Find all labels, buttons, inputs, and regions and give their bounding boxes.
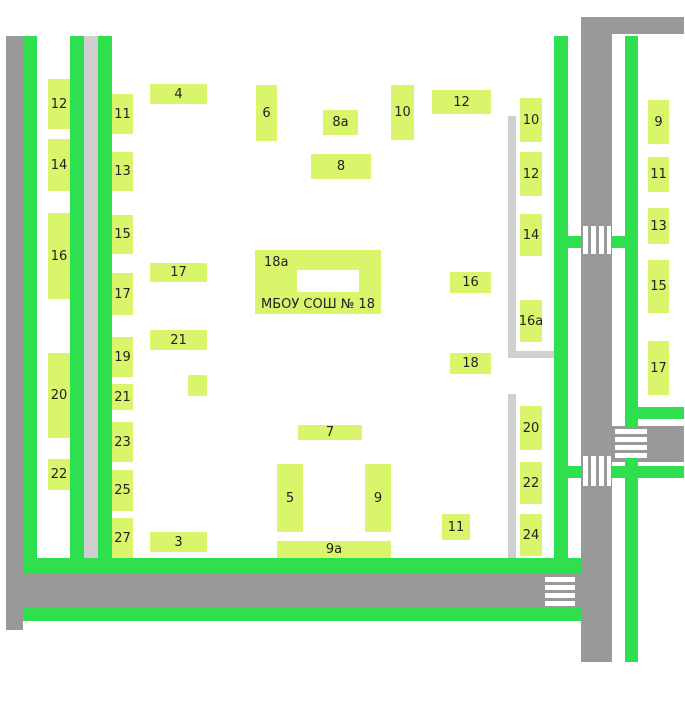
sidewalk-connector-4 (612, 466, 684, 478)
building: 20 (520, 406, 542, 450)
building: 11 (112, 94, 133, 134)
building: 20 (48, 353, 70, 438)
building: 8а (323, 110, 358, 135)
crosswalk-east-north (583, 226, 611, 254)
building: 19 (112, 337, 133, 377)
building: 9а (277, 541, 391, 558)
road-east (581, 17, 612, 662)
sidewalk-south-north (23, 558, 581, 573)
building: 5 (277, 464, 303, 532)
road-northeast (581, 17, 684, 34)
building: 3 (150, 532, 207, 552)
building: 22 (48, 459, 70, 490)
sidewalk-east-east (625, 36, 638, 662)
building: 23 (112, 422, 133, 462)
building: 24 (520, 514, 542, 556)
crosswalk-south (545, 574, 575, 606)
sidewalk-west-outer (23, 36, 37, 572)
sidewalk-connector-3 (568, 466, 581, 478)
building: 11 (648, 157, 669, 192)
building: 12 (432, 90, 491, 114)
sidewalk-connector-1 (568, 236, 581, 248)
building: 13 (112, 152, 133, 191)
building: 4 (150, 84, 207, 104)
road-west (6, 36, 23, 630)
building: 10 (391, 85, 414, 140)
building: 6 (256, 85, 277, 141)
school-courtyard (297, 270, 359, 292)
footpath-school-lower (508, 394, 516, 558)
building: 27 (112, 518, 133, 558)
building: 16а (519, 300, 543, 342)
building: 18 (450, 353, 491, 374)
building: 17 (112, 273, 133, 315)
building: 17 (648, 341, 669, 395)
building: 15 (112, 215, 133, 254)
sidewalk-west-inner-b (98, 36, 112, 558)
building: 16 (48, 213, 70, 299)
building: 13 (648, 208, 669, 244)
building: 8 (311, 154, 371, 179)
building: 11 (442, 514, 470, 540)
sidewalk-connector-5 (625, 407, 684, 419)
building: 14 (48, 139, 70, 191)
road-south (6, 573, 612, 607)
building: 16 (450, 272, 491, 293)
school-name-label: МБОУ СОШ № 18 (261, 297, 375, 312)
building: 21 (150, 330, 207, 350)
footpath-school-vertical (508, 116, 516, 358)
school-number-label: 18а (264, 255, 289, 270)
sidewalk-south-south (23, 607, 581, 621)
building: 17 (150, 263, 207, 282)
building: 10 (520, 98, 542, 142)
building: 22 (520, 462, 542, 504)
sidewalk-connector-2 (612, 236, 625, 248)
sidewalk-west-inner-a (70, 36, 84, 558)
building: 14 (520, 214, 542, 256)
crosswalk-east-branch (615, 428, 647, 458)
building: 9 (365, 464, 391, 532)
building: 7 (298, 425, 362, 440)
building: 12 (520, 152, 542, 196)
building: 15 (648, 260, 669, 313)
footpath-school-horizontal (508, 351, 554, 358)
building: 9 (648, 100, 669, 144)
building: 25 (112, 470, 133, 511)
sidewalk-east-west (554, 36, 568, 558)
crosswalk-east-south (583, 456, 611, 486)
building: 12 (48, 79, 70, 129)
building-unnumbered (188, 375, 207, 396)
footpath-west (84, 36, 98, 558)
building: 21 (112, 384, 133, 410)
